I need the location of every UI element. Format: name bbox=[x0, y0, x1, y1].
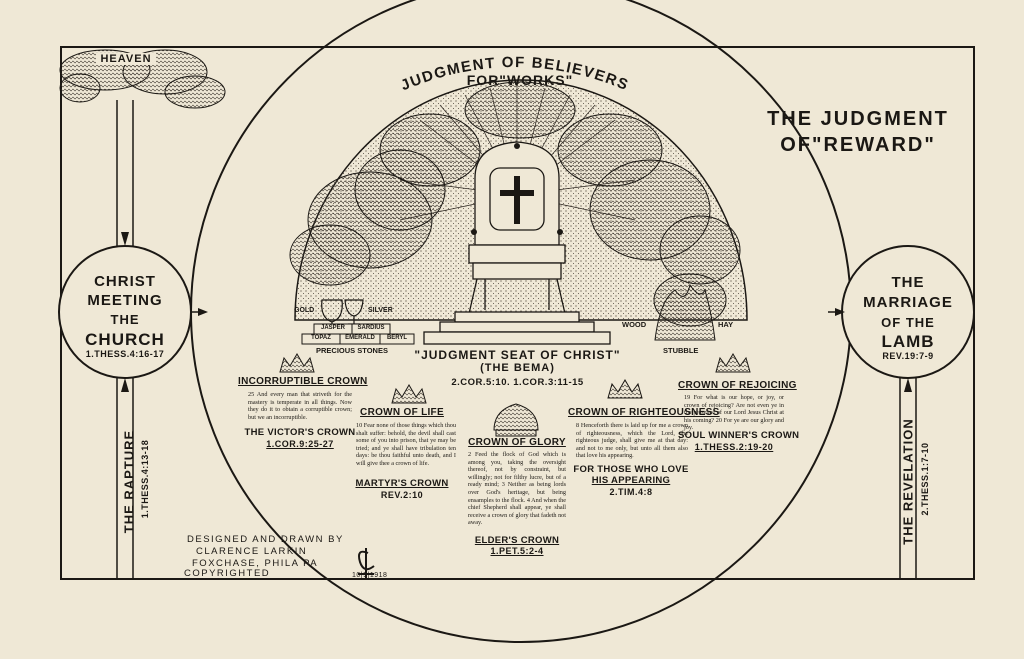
throne-stars bbox=[471, 143, 563, 235]
rapture-label: THE RAPTURE bbox=[121, 429, 137, 534]
stubble-label: STUBBLE bbox=[663, 346, 699, 355]
incorruptible-title: INCORRUPTIBLE CROWN bbox=[238, 376, 368, 387]
crown-icons bbox=[279, 353, 751, 437]
right-circle-line1: THE bbox=[891, 274, 925, 291]
right-circle-line3: OF THE bbox=[881, 315, 935, 330]
rapture-ref: 1.THESS.4:13-18 bbox=[140, 439, 150, 519]
monogram-date: 10|9|1918 bbox=[352, 572, 388, 579]
revelation-label: THE REVELATION bbox=[900, 418, 916, 545]
glory-text: 2 Feed the flock of God which is among y… bbox=[468, 451, 566, 527]
silver-label: SILVER bbox=[368, 307, 393, 314]
left-circle-line4: CHURCH bbox=[85, 330, 165, 349]
righteousness-text: 8 Henceforth there is laid up for me a c… bbox=[576, 422, 688, 460]
left-circle-line3: THE bbox=[110, 312, 140, 327]
beryl-label: BERYL bbox=[386, 335, 408, 341]
righteousness-ref: 2.TIM.4:8 bbox=[609, 487, 653, 497]
rejoicing-text: 19 For what is our hope, or joy, or crow… bbox=[684, 394, 784, 432]
life-name: MARTYR'S CROWN bbox=[355, 478, 449, 489]
life-text: 10 Fear none of those things which thou … bbox=[356, 422, 456, 467]
seat-ref: 2.COR.5:10. 1.COR.3:11-15 bbox=[451, 377, 584, 388]
jasper-label: JASPER bbox=[320, 325, 345, 331]
life-ref: REV.2:10 bbox=[380, 490, 424, 500]
credit-line1: DESIGNED AND DRAWN BY bbox=[187, 534, 344, 545]
dome-clouds bbox=[289, 81, 741, 327]
arc-title-2: FOR"WORKS" bbox=[466, 72, 574, 88]
main-title-line2: OF"REWARD" bbox=[780, 134, 936, 156]
rejoicing-name: SOUL WINNER'S CROWN bbox=[678, 430, 800, 441]
hay-label: HAY bbox=[718, 320, 734, 329]
gold-label: GOLD bbox=[294, 307, 315, 314]
incorruptible-name: THE VICTOR'S CROWN bbox=[244, 427, 356, 438]
seat-subtitle: (THE BEMA) bbox=[480, 362, 555, 374]
incorruptible-ref: 1.COR.9:25-27 bbox=[266, 439, 334, 449]
revelation-ref: 2.THESS.1:7-10 bbox=[920, 442, 930, 516]
left-circle-ref: 1.THESS.4:16-17 bbox=[85, 349, 165, 359]
fire-icon bbox=[654, 283, 716, 341]
credit-line3: FOXCHASE, PHILA PA bbox=[192, 558, 319, 569]
credit-line4: COPYRIGHTED bbox=[184, 568, 271, 579]
monogram-icon bbox=[358, 548, 375, 578]
stone-boxes bbox=[301, 323, 415, 345]
heaven-label: HEAVEN bbox=[96, 53, 156, 65]
seat-title: "JUDGMENT SEAT OF CHRIST" bbox=[414, 348, 621, 362]
glory-title: CROWN OF GLORY bbox=[468, 437, 566, 448]
rejoicing-ref: 1.THESS.2:19-20 bbox=[694, 442, 774, 452]
glory-name: ELDER'S CROWN bbox=[474, 535, 560, 546]
left-circle-line2: MEETING bbox=[87, 292, 163, 309]
incorruptible-text: 25 And every man that striveth for the m… bbox=[248, 391, 352, 421]
wood-label: WOOD bbox=[622, 320, 647, 329]
topaz-label: TOPAZ bbox=[311, 335, 331, 341]
glory-ref: 1.PET.5:2-4 bbox=[490, 546, 544, 556]
credit-line2: CLARENCE LARKIN bbox=[196, 546, 308, 557]
righteousness-name1: FOR THOSE WHO LOVE bbox=[573, 464, 689, 475]
precious-stones-label: PRECIOUS STONES bbox=[316, 346, 388, 355]
right-circle-line4: LAMB bbox=[881, 332, 935, 351]
right-circle-ref: REV.19:7-9 bbox=[882, 351, 934, 361]
left-circle-line1: CHRIST bbox=[94, 273, 156, 290]
cross-icon bbox=[500, 176, 534, 224]
rejoicing-title: CROWN OF REJOICING bbox=[678, 380, 797, 391]
righteousness-title: CROWN OF RIGHTEOUSNESS bbox=[568, 407, 720, 418]
life-title: CROWN OF LIFE bbox=[360, 407, 444, 418]
righteousness-name2: HIS APPEARING bbox=[591, 475, 671, 486]
sardius-label: SARDIUS bbox=[357, 325, 385, 331]
emerald-label: EMERALD bbox=[345, 335, 375, 341]
main-title-line1: THE JUDGMENT bbox=[767, 108, 949, 130]
arrow-icons bbox=[121, 232, 912, 392]
connector-lines bbox=[116, 100, 917, 580]
right-circle-line2: MARRIAGE bbox=[863, 294, 953, 311]
